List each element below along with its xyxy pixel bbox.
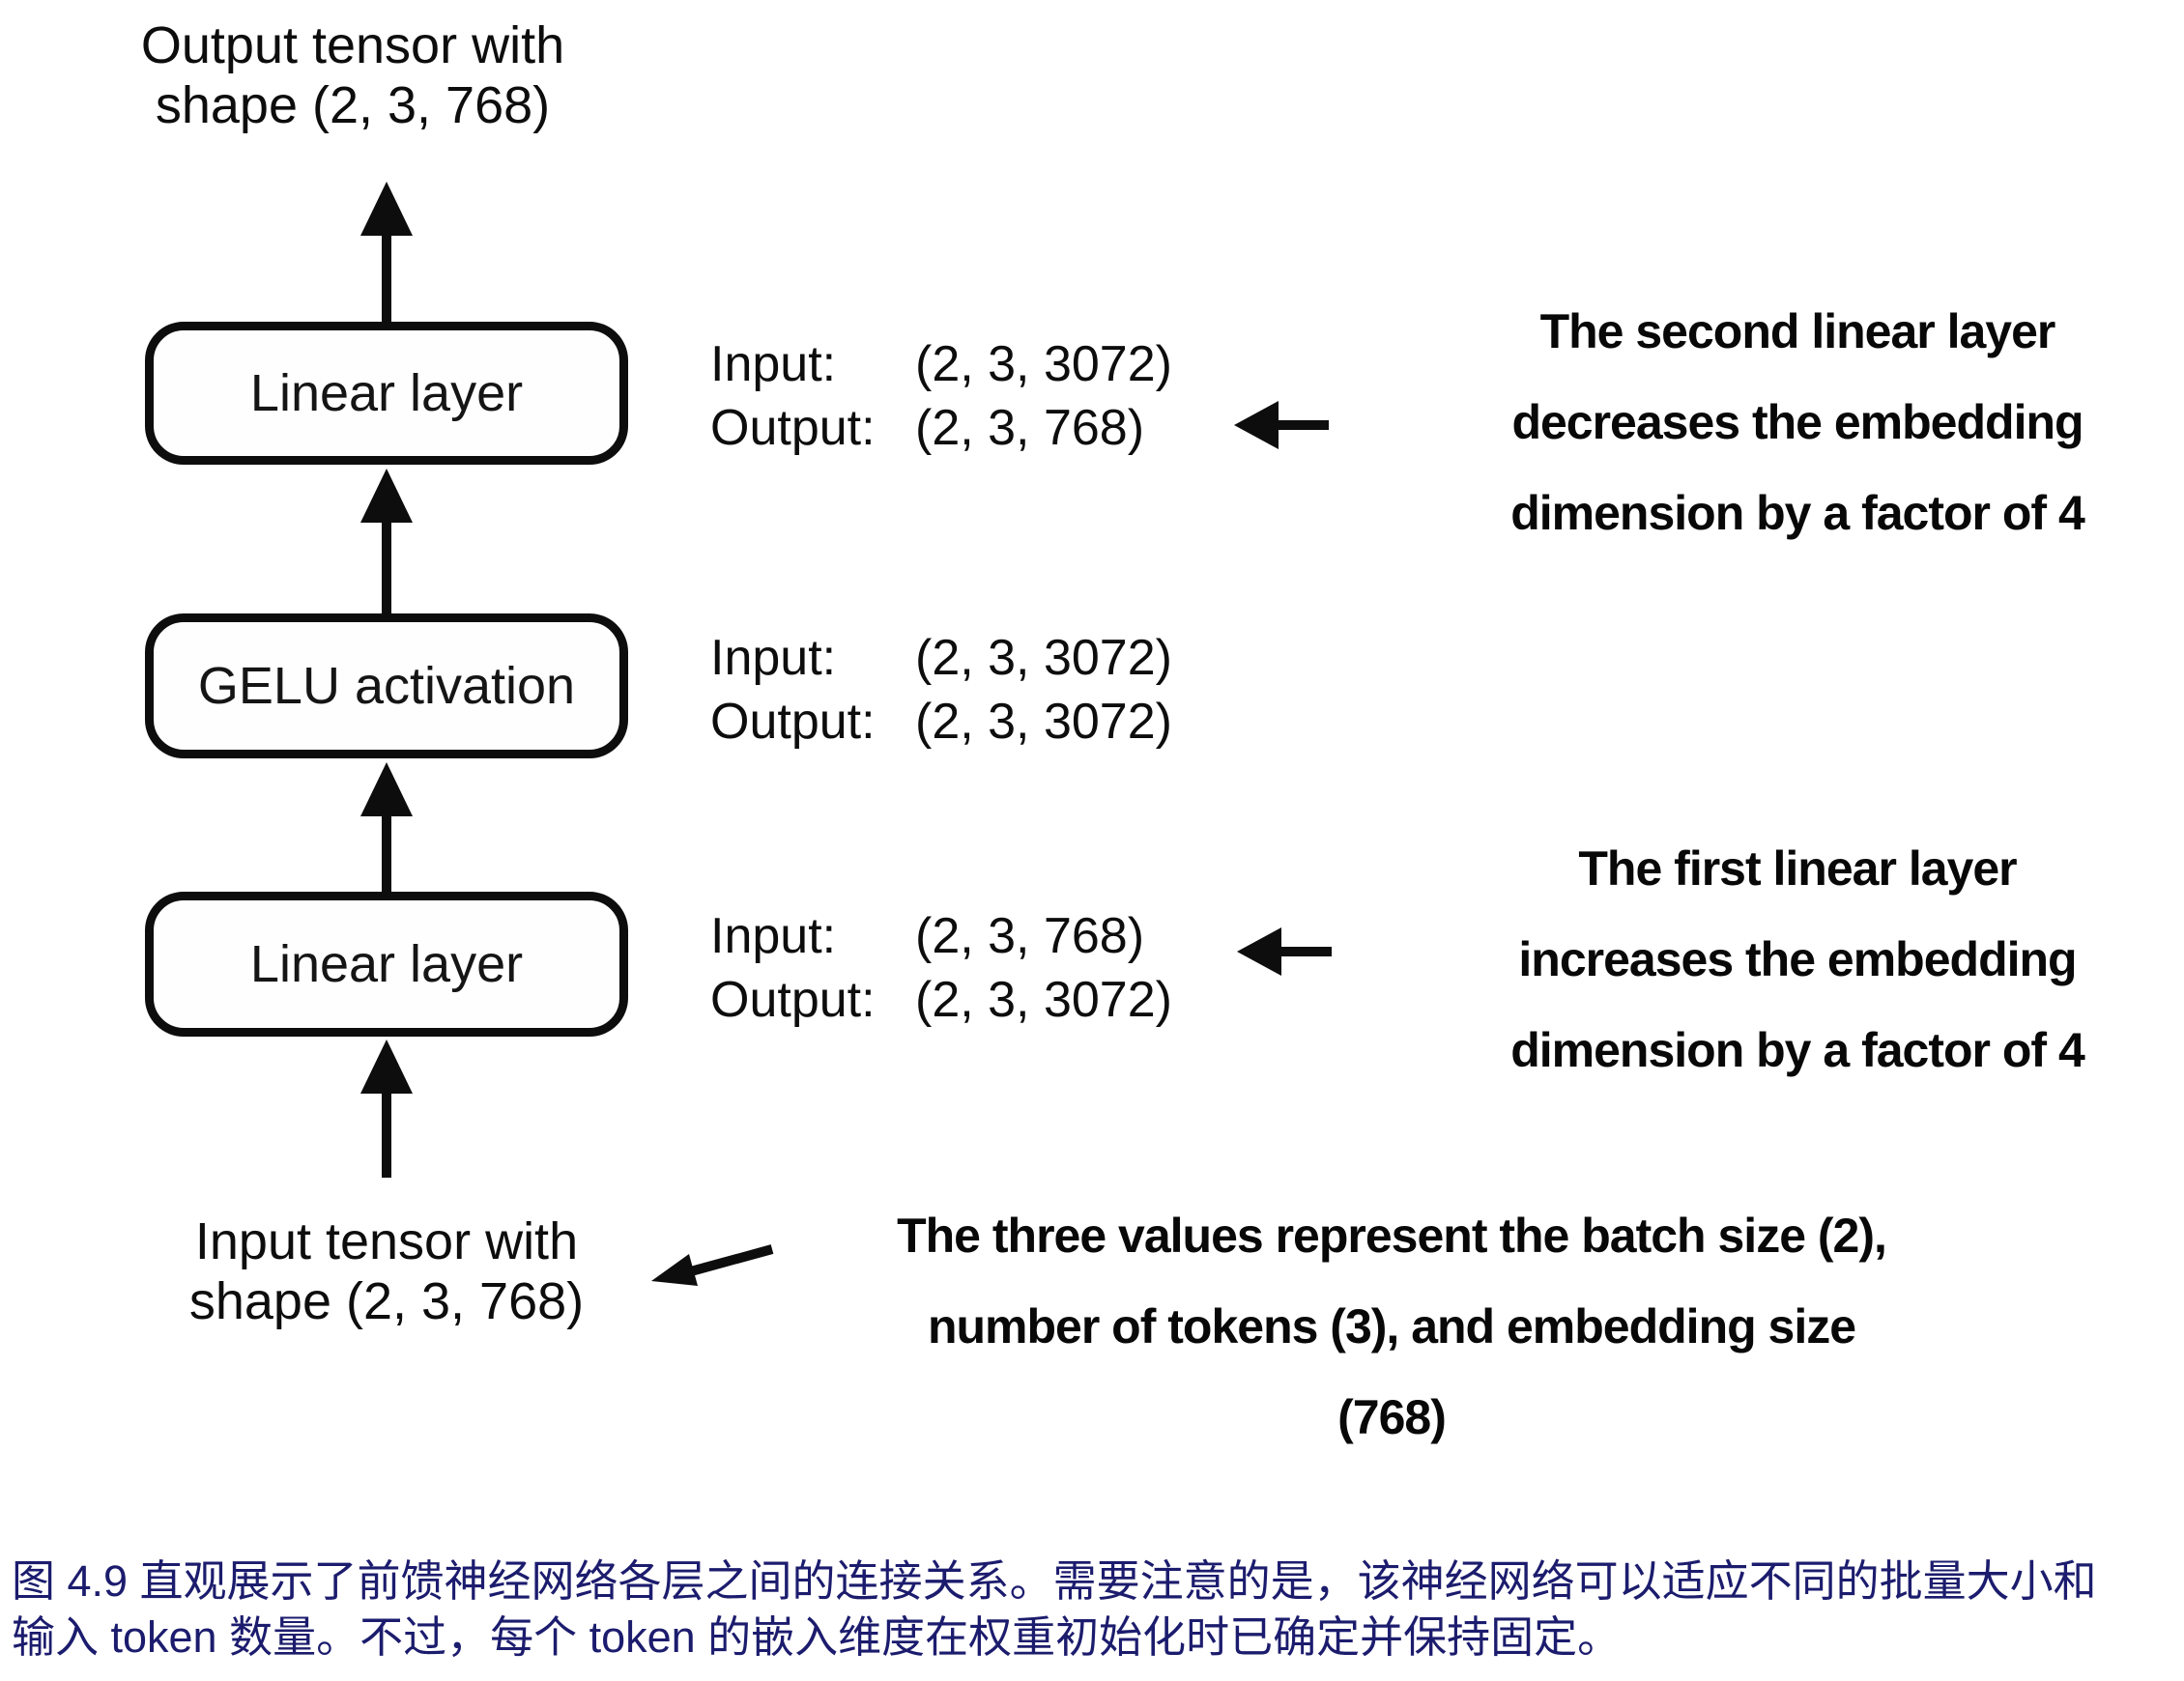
linear-layer-top-label: Linear layer	[249, 364, 524, 422]
io-input-label: Input:	[710, 336, 837, 392]
input-tensor-label-line2: shape (2, 3, 768)	[188, 1272, 585, 1330]
gelu-activation-label: GELU activation	[197, 657, 576, 715]
flow-arrow-up-2	[360, 469, 413, 613]
annotation-shape-meaning-line1: The three values represent the batch siz…	[897, 1209, 1887, 1263]
linear-layer-top-box: Linear layer	[145, 322, 628, 465]
annotation-shape-meaning-line3: (768)	[1337, 1390, 1447, 1444]
io-output-label: Output:	[710, 400, 876, 456]
input-tensor-label-line1: Input tensor with	[194, 1212, 579, 1270]
annotation-first-linear-line1: The first linear layer	[1578, 841, 2017, 896]
linear-layer-bottom-label: Linear layer	[249, 935, 524, 993]
pointer-arrow-diagonal	[651, 1244, 774, 1286]
io-input-shape: (2, 3, 3072)	[915, 336, 1172, 392]
output-tensor-label-line1: Output tensor with	[140, 16, 565, 74]
linear-layer-bottom-box: Linear layer	[145, 892, 628, 1037]
io-block-gelu: Input: (2, 3, 3072) Output: (2, 3, 3072)	[710, 626, 1172, 754]
flow-arrow-up-3	[360, 762, 413, 892]
io-input-shape: (2, 3, 768)	[915, 908, 1145, 964]
flow-arrow-up-1	[360, 182, 413, 325]
pointer-arrow-left-2	[1237, 927, 1332, 976]
annotation-first-linear-line2: increases the embedding	[1518, 932, 2077, 986]
io-block-top-linear: Input: (2, 3, 3072) Output: (2, 3, 768)	[710, 332, 1172, 460]
annotation-second-linear-line3: dimension by a factor of 4	[1510, 486, 2085, 540]
annotation-second-linear: The second linear layer decreases the em…	[1469, 286, 2126, 558]
output-tensor-label-line2: shape (2, 3, 768)	[155, 76, 551, 134]
io-input-label: Input:	[710, 630, 837, 686]
annotation-second-linear-line2: decreases the embedding	[1511, 395, 2083, 449]
io-input-shape: (2, 3, 3072)	[915, 630, 1172, 686]
annotation-first-linear-line3: dimension by a factor of 4	[1510, 1023, 2085, 1077]
annotation-shape-meaning: The three values represent the batch siz…	[812, 1190, 1971, 1463]
io-output-label: Output:	[710, 972, 876, 1028]
figure-caption: 图 4.9 直观展示了前馈神经网络各层之间的连接关系。需要注意的是，该神经网络可…	[12, 1553, 2176, 1666]
gelu-activation-box: GELU activation	[145, 613, 628, 758]
flow-arrow-up-4	[360, 1040, 413, 1178]
io-input-label: Input:	[710, 908, 837, 964]
io-output-shape: (2, 3, 3072)	[915, 972, 1172, 1028]
io-block-bottom-linear: Input: (2, 3, 768) Output: (2, 3, 3072)	[710, 904, 1172, 1032]
input-tensor-label: Input tensor with shape (2, 3, 768)	[164, 1211, 609, 1331]
figure-caption-line2: 输入 token 数量。不过，每个 token 的嵌入维度在权重初始化时已确定并…	[12, 1612, 1622, 1662]
io-output-label: Output:	[710, 694, 876, 750]
annotation-second-linear-line1: The second linear layer	[1539, 304, 2056, 358]
annotation-shape-meaning-line2: number of tokens (3), and embedding size	[927, 1299, 1856, 1353]
pointer-arrow-left-1	[1234, 401, 1329, 449]
output-tensor-label: Output tensor with shape (2, 3, 768)	[135, 15, 570, 135]
annotation-first-linear: The first linear layer increases the emb…	[1469, 823, 2126, 1096]
figure-caption-line1: 图 4.9 直观展示了前馈神经网络各层之间的连接关系。需要注意的是，该神经网络可…	[12, 1556, 2097, 1606]
io-output-shape: (2, 3, 768)	[915, 400, 1145, 456]
io-output-shape: (2, 3, 3072)	[915, 694, 1172, 750]
